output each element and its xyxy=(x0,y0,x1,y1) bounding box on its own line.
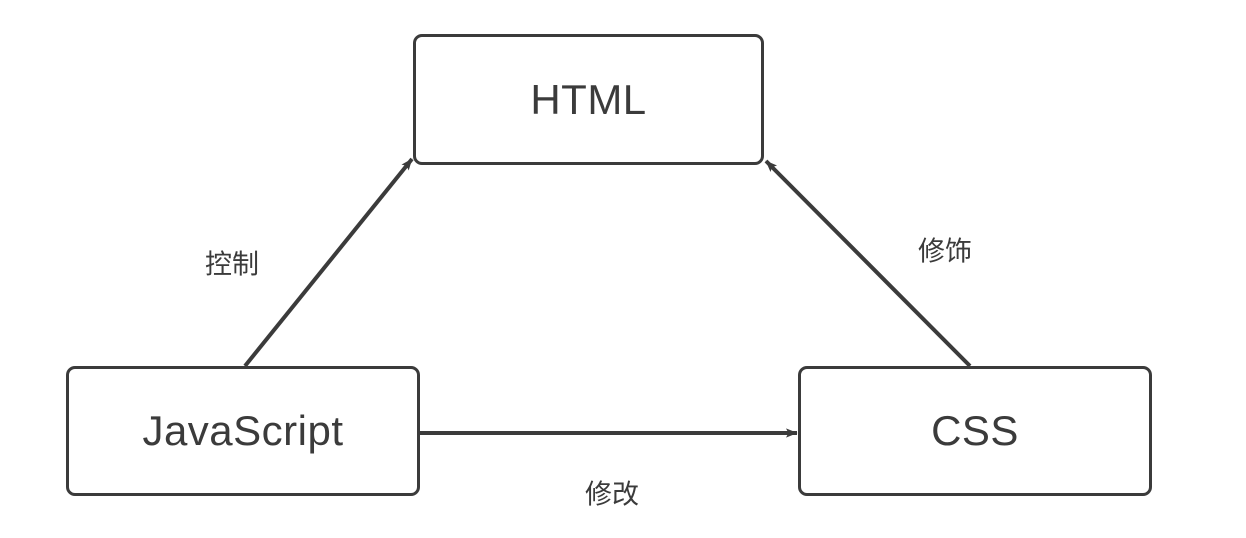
node-javascript[interactable]: JavaScript xyxy=(66,366,420,496)
node-html-label: HTML xyxy=(530,75,647,123)
node-css-label: CSS xyxy=(931,407,1019,454)
edge-label-js-to-html: 控制 xyxy=(205,249,259,281)
node-css[interactable]: CSS xyxy=(798,366,1152,496)
node-html[interactable]: HTML xyxy=(413,34,764,165)
edge-label-css-to-html: 修饰 xyxy=(918,236,972,268)
edge-css-to-html xyxy=(764,159,972,368)
edge-js-to-html xyxy=(243,157,414,368)
node-javascript-label: JavaScript xyxy=(142,407,344,454)
edge-label-js-to-css: 修改 xyxy=(585,479,639,511)
